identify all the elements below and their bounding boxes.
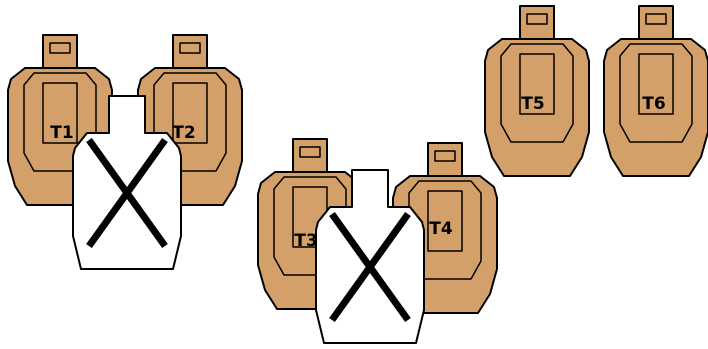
target-label-t1: T1 (50, 123, 73, 143)
target-label-t2: T2 (172, 123, 195, 143)
target-label-t5: T5 (521, 94, 544, 114)
target-t6: T6 (604, 6, 708, 176)
target-label-t3: T3 (294, 231, 317, 251)
target-label-t4: T4 (429, 219, 453, 239)
target-label-t6: T6 (642, 94, 665, 114)
target-t5: T5 (485, 6, 589, 176)
